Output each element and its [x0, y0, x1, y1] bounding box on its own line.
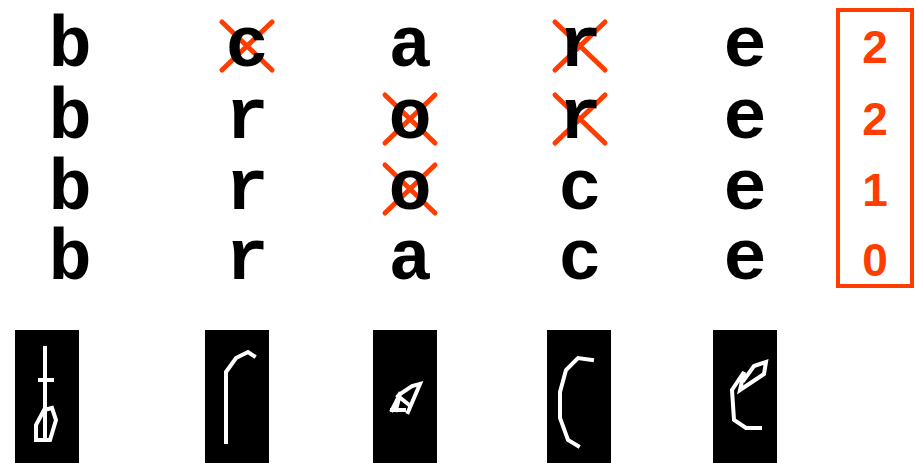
letter: r [558, 11, 601, 83]
letter: o [388, 154, 431, 226]
letter: c [225, 11, 268, 83]
letter: e [723, 224, 766, 296]
edit-count: 1 [862, 167, 888, 213]
letter: r [558, 83, 601, 155]
letter: c [558, 224, 601, 296]
letter: b [48, 154, 91, 226]
handwritten-images [15, 330, 777, 463]
letter: b [48, 83, 91, 155]
letter: a [388, 224, 431, 296]
score-box: 2 2 1 0 [836, 8, 914, 288]
letter: c [558, 154, 601, 226]
letter: e [723, 154, 766, 226]
letter: r [225, 224, 268, 296]
letter: a [388, 11, 431, 83]
letter: r [225, 83, 268, 155]
edit-count: 2 [862, 96, 888, 142]
letter: e [723, 11, 766, 83]
edit-count: 0 [862, 237, 888, 283]
letter: r [225, 154, 268, 226]
edit-count: 2 [862, 24, 888, 70]
letter: b [48, 224, 91, 296]
letter: b [48, 11, 91, 83]
letter: e [723, 83, 766, 155]
letter: o [388, 83, 431, 155]
